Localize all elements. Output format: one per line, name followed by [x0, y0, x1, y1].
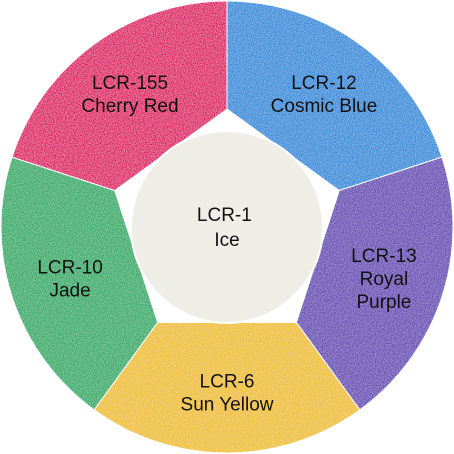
segment-lcr-13 — [295, 156, 454, 411]
center-layer: LCR-1 Ice — [130, 130, 324, 324]
segment-lcr-10 — [0, 156, 159, 411]
center-label: LCR-1 Ice — [197, 205, 257, 251]
segment-label-name: Sun Yellow — [181, 395, 274, 416]
segment-label-code: LCR-12 — [291, 73, 356, 94]
segment-lcr-12 — [226, 0, 443, 192]
segment-lcr-155 — [11, 0, 228, 192]
segment-label-code: LCR-10 — [37, 257, 102, 278]
segment-label-code: LCR-6 — [200, 372, 255, 393]
center-disc-ice — [130, 130, 324, 324]
segment-label-name: Cherry Red — [81, 96, 178, 117]
segment-label-code: LCR-13 — [351, 246, 416, 267]
segment-label-code: LCR-155 — [92, 73, 168, 94]
center-label-name: Ice — [214, 230, 239, 251]
segment-label-name: Royal — [360, 269, 409, 290]
segment-label-name: Cosmic Blue — [271, 96, 378, 117]
center-label-code: LCR-1 — [197, 205, 252, 226]
segment-label-name: Jade — [49, 280, 90, 301]
segment-label-name: Purple — [356, 292, 411, 313]
segment-lcr-6 — [93, 321, 361, 454]
